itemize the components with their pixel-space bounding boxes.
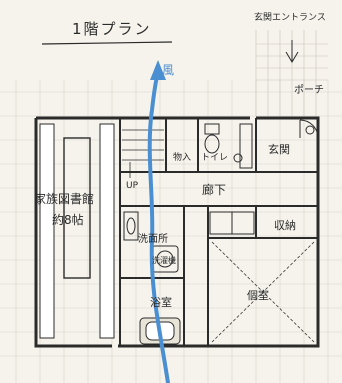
porch-label: ポーチ bbox=[294, 85, 324, 96]
entrance-label: 玄関エントランス bbox=[254, 13, 326, 23]
room-cross bbox=[211, 241, 315, 343]
library-name-label: 家族図書館 bbox=[34, 192, 95, 206]
walls bbox=[34, 116, 320, 348]
wash-fixtures bbox=[123, 211, 179, 273]
title-underline bbox=[41, 41, 173, 45]
storage-label: 物入 bbox=[173, 153, 192, 163]
bookshelves bbox=[39, 123, 115, 339]
entrance-details bbox=[239, 40, 319, 169]
stairs bbox=[122, 129, 164, 178]
toilet-label: トイレ bbox=[201, 153, 229, 163]
hallway-label: 廊下 bbox=[202, 183, 227, 197]
closet-fixture bbox=[209, 211, 255, 235]
closet-label: 収納 bbox=[274, 219, 296, 232]
genkan-label: 玄関 bbox=[268, 143, 290, 156]
toilet-fixture bbox=[204, 123, 243, 163]
page-title: 1階プラン bbox=[72, 20, 152, 38]
laundry-label: 洗濯機 bbox=[152, 256, 176, 265]
bathroom-label: 浴室 bbox=[150, 296, 172, 309]
wind-arrowhead bbox=[150, 60, 166, 80]
library-size-label: 約8帖 bbox=[52, 213, 84, 227]
private-room-label: 個室 bbox=[247, 289, 269, 302]
stairs-up-label: UP bbox=[126, 181, 139, 191]
wind-arrow bbox=[147, 70, 170, 383]
wind-label: 風 bbox=[162, 63, 175, 77]
washroom-label: 洗面所 bbox=[138, 234, 168, 245]
